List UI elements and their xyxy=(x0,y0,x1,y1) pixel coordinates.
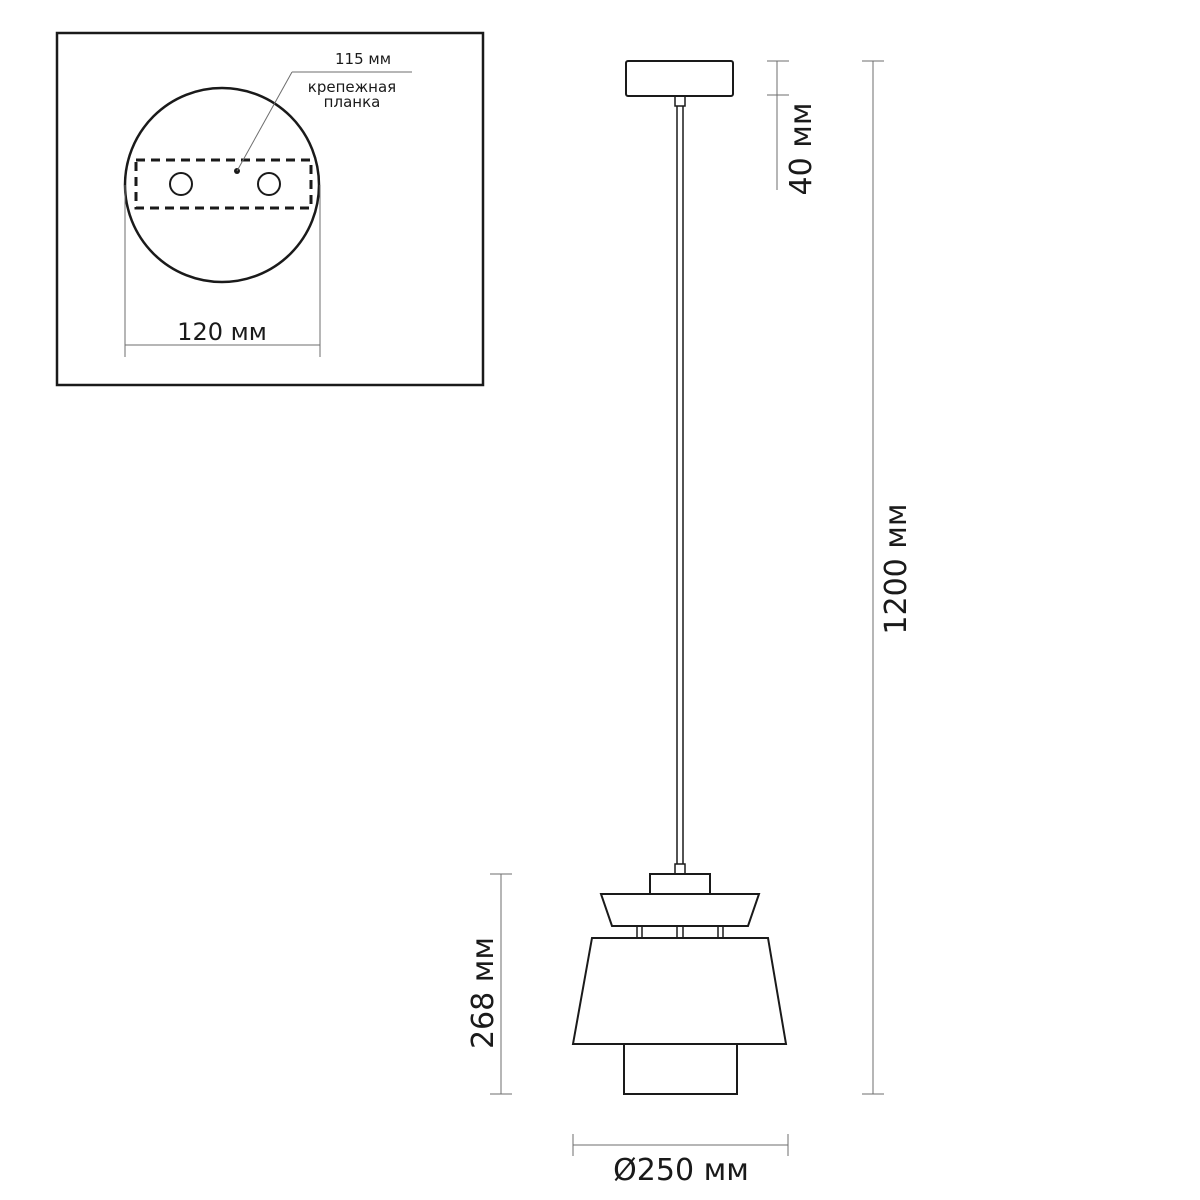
inset-frame xyxy=(55,31,485,387)
canopy-height-dimension: 40 мм xyxy=(767,60,819,196)
total-height-dimension: 1200 мм xyxy=(862,60,914,1095)
mounting-hole-left xyxy=(169,172,193,196)
main-shade xyxy=(571,937,788,1045)
bracket-label-line1: крепежная xyxy=(308,78,396,96)
mounting-bracket-outline xyxy=(134,158,313,210)
shade-diameter-dimension: Ø250 мм xyxy=(572,1134,789,1188)
shade-height-label: 268 мм xyxy=(466,937,501,1049)
total-height-label: 1200 мм xyxy=(879,503,914,634)
inner-diffuser xyxy=(623,1043,738,1095)
canopy-height-label: 40 мм xyxy=(784,103,819,196)
upper-shade-ring xyxy=(599,893,761,927)
shade-diameter-label: Ø250 мм xyxy=(613,1153,749,1188)
canopy-inset: 115 мм крепежная планка 120 мм xyxy=(55,31,485,387)
shade-height-dimension: 268 мм xyxy=(466,873,512,1095)
pendant-lamp-side-view xyxy=(571,60,788,1095)
mounting-hole-right xyxy=(257,172,281,196)
bracket-spacing-label: 115 мм xyxy=(335,50,391,68)
bracket-label-line2: планка xyxy=(324,93,381,111)
cord-grip-top xyxy=(674,95,686,107)
ceiling-canopy xyxy=(625,60,734,97)
canopy-circle xyxy=(123,86,321,284)
lamp-cap xyxy=(649,873,711,895)
canopy-diameter-label: 120 мм xyxy=(177,318,267,346)
cord-grip-bottom xyxy=(674,863,686,875)
bracket-leader-line xyxy=(236,71,293,172)
